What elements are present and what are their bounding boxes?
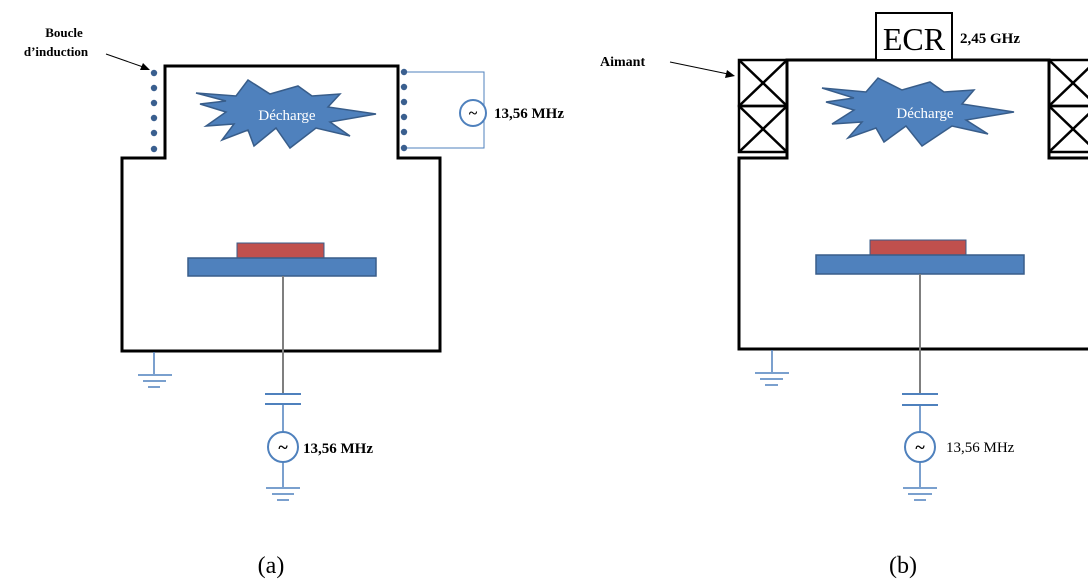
ecr-label: ECR: [883, 21, 946, 57]
coil-rf-source-symbol: ~: [469, 105, 478, 122]
chamber-ground-b: [755, 350, 789, 386]
discharge-burst-b: [821, 77, 1015, 148]
magnet-label: Aimant: [600, 55, 645, 70]
bias-rf-source-symbol-b: ~: [915, 437, 925, 457]
magnet-label-arrowhead: [725, 70, 735, 78]
induction-coil-left: [150, 69, 158, 153]
coil-rf-source: [459, 99, 487, 127]
caption-a: (a): [258, 553, 285, 579]
chamber-ground-a: [138, 352, 172, 388]
bias-ground-a: [266, 462, 300, 501]
magnet-label-arrow: [669, 61, 729, 75]
ecr-box: [875, 12, 953, 61]
magnet-left: [737, 58, 789, 154]
chamber-outline-a: [120, 64, 442, 353]
bias-rf-frequency-a: 13,56 MHz: [303, 441, 373, 457]
ecr-frequency: 2,45 GHz: [960, 31, 1020, 47]
electrode-a: [187, 257, 377, 277]
bias-rf-source-symbol-a: ~: [278, 437, 288, 457]
coil-label-line2: d’induction: [24, 44, 89, 59]
induction-coil-right: [400, 68, 408, 152]
bias-rf-frequency-b: 13,56 MHz: [946, 440, 1015, 456]
coil-label-arrowhead: [140, 63, 150, 70]
discharge-burst-a: [195, 78, 377, 150]
electrode-b: [815, 254, 1025, 275]
discharge-label-a: Décharge: [258, 108, 316, 124]
discharge-label-b: Décharge: [896, 106, 954, 122]
substrate-a: [236, 242, 325, 259]
magnet-right: [1047, 58, 1088, 154]
coil-rf-frequency: 13,56 MHz: [494, 106, 564, 122]
caption-b: (b): [889, 553, 917, 579]
panel-b: Aimant ECR 2,45 GHz Décharge ~ 13,56 MHz: [600, 12, 1088, 579]
coil-label-line1: Boucle: [45, 25, 83, 40]
bias-ground-b: [903, 462, 937, 501]
substrate-b: [869, 239, 967, 256]
coil-label-arrow: [105, 53, 147, 69]
panel-a: ~ 13,56 MHz Boucle d’induction Décharge …: [24, 25, 564, 579]
